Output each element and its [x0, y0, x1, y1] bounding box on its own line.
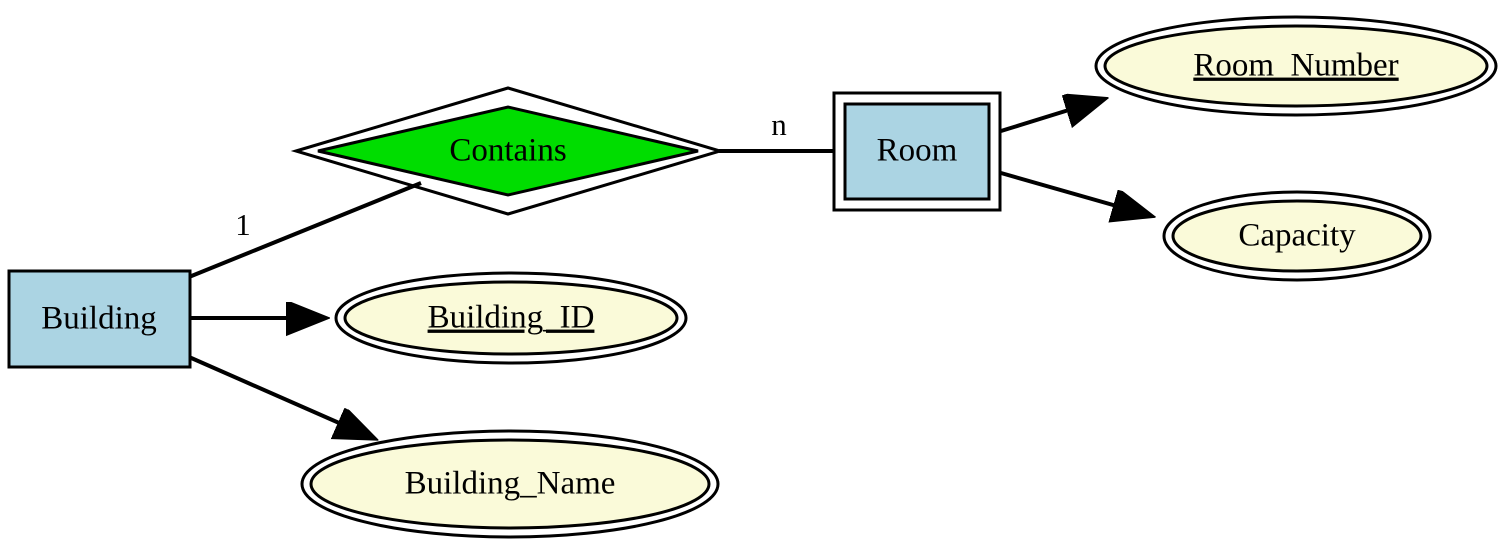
entity-room[interactable]: Room: [832, 91, 1002, 212]
cardinality-label-n: n: [771, 107, 787, 142]
room-number-outer-ellipse: [1094, 15, 1498, 117]
edge-layer: 1 n: [188, 100, 1148, 437]
edge-room-room-number[interactable]: [1000, 100, 1101, 133]
edge-room-capacity[interactable]: [1000, 171, 1148, 215]
building-rect: [7, 269, 192, 369]
building-id-outer-ellipse: [334, 271, 688, 365]
room-number-label: Room_Number: [1193, 48, 1398, 84]
room-label: Room: [877, 133, 958, 169]
building-name-label: Building_Name: [405, 466, 616, 502]
building-label: Building: [41, 301, 157, 337]
attribute-building-id[interactable]: Building_ID: [334, 271, 688, 365]
capacity-outer-ellipse: [1162, 190, 1432, 282]
edge-line-building-contains: [188, 181, 422, 279]
capacity-inner-ellipse: [1171, 199, 1423, 273]
contains-outer-diamond: [290, 86, 726, 216]
building-id-inner-ellipse: [343, 280, 679, 356]
room-outer-rect: [832, 91, 1002, 212]
contains-label: Contains: [449, 133, 566, 169]
edge-contains-room[interactable]: n: [719, 107, 834, 153]
attribute-capacity[interactable]: Capacity: [1162, 190, 1432, 282]
room-inner-rect: [843, 102, 991, 201]
building-name-outer-ellipse: [300, 429, 720, 539]
building-name-inner-ellipse: [309, 438, 711, 530]
edge-line-room-room-number: [1000, 100, 1101, 133]
building-id-label: Building_ID: [428, 300, 595, 336]
relationship-contains[interactable]: Contains: [290, 86, 726, 216]
cardinality-label-1: 1: [235, 207, 251, 242]
capacity-label: Capacity: [1238, 218, 1356, 254]
room-number-inner-ellipse: [1103, 24, 1489, 108]
edge-building-contains[interactable]: 1: [188, 181, 422, 279]
attribute-room-number[interactable]: Room_Number: [1094, 15, 1498, 117]
contains-inner-diamond: [317, 105, 699, 197]
entity-building[interactable]: Building: [7, 269, 192, 369]
attribute-building-name[interactable]: Building_Name: [300, 429, 720, 539]
edge-building-building-name[interactable]: [188, 355, 371, 437]
edge-line-room-capacity: [1000, 171, 1148, 215]
edge-line-building-building-name: [188, 355, 371, 437]
